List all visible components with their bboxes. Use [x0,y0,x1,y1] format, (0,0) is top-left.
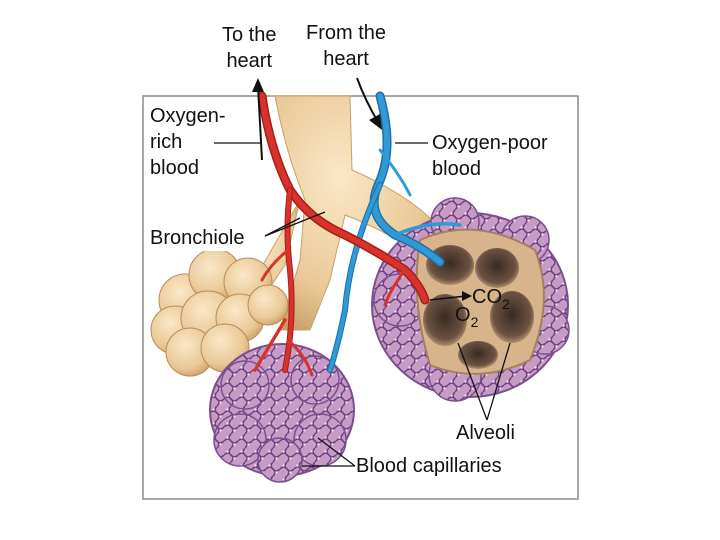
bronchiole-leader-a [264,211,326,237]
co2-subscript: 2 [502,296,510,312]
oxygen-poor-label: Oxygen-poor blood [432,132,548,180]
alveoli-label: Alveoli [456,422,515,444]
from-heart-arrow [356,77,382,130]
to-heart-arrow [252,78,264,161]
o2-text: O [455,304,471,326]
alveolus-cavity [458,341,498,369]
co2-text: CO [472,286,502,308]
capillary-covered-sac-cutaway [371,197,570,402]
to-heart-label: To the heart [222,24,277,72]
leader-lines [214,142,511,467]
o2-label: O2 [455,304,479,330]
alveolus-cavity [490,291,534,343]
capillaries-leader-tip [317,437,356,467]
blood-capillaries-label: Blood capillaries [356,455,502,477]
alveoli-leader-a [457,342,488,421]
o2-subscript: 2 [470,314,479,330]
gas-exchange-arrow [429,291,472,301]
alveoli-leader-b [486,342,511,421]
from-heart-label: From the heart [306,22,387,70]
pulmonary-artery-branch [327,91,462,373]
alveolus-cavity [475,248,519,288]
co2-label: CO2 [472,286,510,312]
bronchiole-label: Bronchiole [150,225,245,251]
pulmonary-vein-branch [253,91,430,377]
bronchiole-leader-b [264,217,301,237]
alveolus-cavity [423,294,467,346]
oxygen-rich-label: Oxygen- rich blood [150,105,226,179]
